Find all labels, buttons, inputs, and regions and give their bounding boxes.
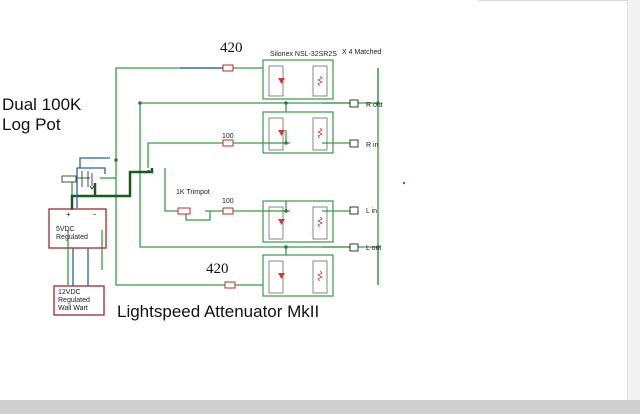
jack-l-out [349,243,359,252]
resistor-bottom [224,281,236,289]
wire-lower-bus [139,168,379,285]
trimpot-body [177,207,191,215]
pot-wiper-sign: - [147,165,150,175]
wallwart-12vdc-label: 12VDC Regulated Wall Wart [58,289,90,312]
jack-l-in [349,206,359,215]
led-2 [278,130,285,136]
wallwart-12vdc-box [53,285,105,316]
optocoupler-3 [262,200,334,243]
regulator-5vdc-box [48,208,107,249]
optocoupler-1 [262,59,334,100]
resistor-bottom-value: 420 [206,261,229,277]
regulator-plus-label: + [66,210,71,219]
optocoupler-part-label: Silonex NSL-32SR2S [270,51,337,58]
jack-label-l-out: L out [366,245,382,252]
wire-blue-pot [76,167,106,208]
wire-mid-upper [147,142,223,168]
regulator-minus-label: - [93,209,96,219]
resistor-top-value: 420 [220,40,243,56]
resistor-upper-mid [222,139,234,147]
resistor-upper-mid-value: 100 [222,133,234,140]
optocoupler-qty-label: X 4 Matched [342,49,382,56]
wire-ground-dark-left [70,183,97,210]
led-4 [278,273,285,279]
wire-upper-bus [139,68,379,168]
jack-label-l-in: L in [366,208,378,215]
jack-label-r-in: R in [366,142,379,149]
jack-r-out [349,99,359,108]
optocoupler-4 [262,254,334,297]
diagram-title: Lightspeed Attenuator MkII [117,302,320,321]
trimpot-label: 1K Trimpot [176,189,210,196]
wire-bottom-left [115,160,225,286]
schematic-board [48,59,406,316]
wire-to-trimpot [164,168,178,212]
resistor-lower-mid [222,207,234,215]
right-scroll-strip [627,0,640,400]
resistor-lower-mid-value: 100 [222,198,234,205]
regulator-5vdc-label: 5VDC Regulated [56,226,88,241]
resistor-top [222,64,234,72]
wire-ground-dark [95,168,154,198]
jack-r-in [349,139,359,148]
pot-label-line2: Log Pot [2,115,61,134]
schematic-svg [48,59,406,316]
led-3 [278,219,285,225]
wire-jack-links [322,102,350,248]
wire-trimpot-loop [185,211,211,221]
wire-top-left [115,67,225,160]
dual-pot-body [61,175,77,183]
wire-blue-pot-top [79,157,110,168]
led-1 [278,78,285,84]
jack-label-r-out: R out [366,102,383,109]
bottom-scroll-bar[interactable] [0,400,640,414]
pot-label-line1: Dual 100K [2,95,82,114]
optocoupler-2 [262,111,334,154]
